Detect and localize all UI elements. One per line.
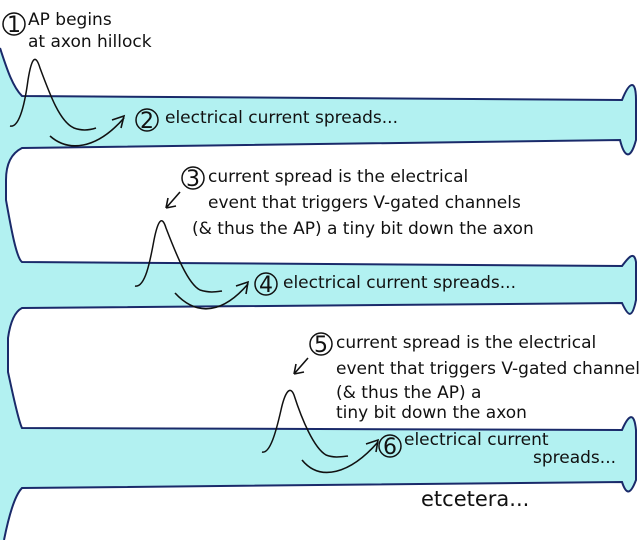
svg-text:6: 6 [383, 435, 397, 460]
svg-text:2: 2 [140, 109, 154, 134]
spread-arrow-2 [174, 283, 249, 310]
pointer-arrow-5 [293, 357, 309, 375]
axon-body [0, 48, 636, 540]
step-marker-5: 5 [309, 332, 333, 358]
step-3-line-3: (& thus the AP) a tiny bit down the axon [192, 219, 534, 239]
step-1-line-2: at axon hillock [28, 32, 152, 52]
svg-text:5: 5 [314, 333, 328, 358]
spread-arrow-1 [49, 117, 125, 147]
step-4-label: electrical current spreads... [283, 273, 516, 293]
step-marker-1: 1 [2, 12, 26, 38]
step-2-label: electrical current spreads... [165, 108, 398, 128]
footer-etcetera: etcetera... [421, 487, 530, 511]
svg-text:4: 4 [259, 273, 273, 298]
step-marker-2: 2 [135, 108, 159, 134]
spread-arrow-3-head [365, 438, 380, 453]
step-5-line-3: (& thus the AP) a [336, 383, 482, 403]
step-6-line-2: spreads... [533, 448, 616, 468]
step-5-line-1: current spread is the electrical [336, 333, 597, 353]
step-5-line-4: tiny bit down the axon [336, 403, 527, 423]
step-marker-6: 6 [378, 434, 402, 460]
axon-outline [0, 47, 637, 540]
step-6-line-1: electrical current [404, 430, 549, 450]
step-marker-3: 3 [181, 166, 205, 192]
svg-text:1: 1 [7, 13, 21, 38]
action-potential-2 [134, 220, 223, 293]
step-3-line-2: event that triggers V-gated channels [208, 193, 521, 213]
pointer-arrow-3 [165, 191, 181, 209]
step-5-line-2: event that triggers V-gated channels [336, 359, 640, 379]
step-3-line-1: current spread is the electrical [208, 167, 469, 187]
spread-arrow-3 [301, 441, 379, 474]
action-potential-1 [9, 58, 97, 131]
step-marker-4: 4 [254, 272, 278, 298]
spread-arrow-1-head [111, 114, 126, 129]
action-potential-3 [261, 389, 349, 458]
spread-arrow-2-head [235, 280, 250, 295]
step-1-line-1: AP begins [28, 10, 112, 30]
svg-text:3: 3 [186, 167, 200, 192]
